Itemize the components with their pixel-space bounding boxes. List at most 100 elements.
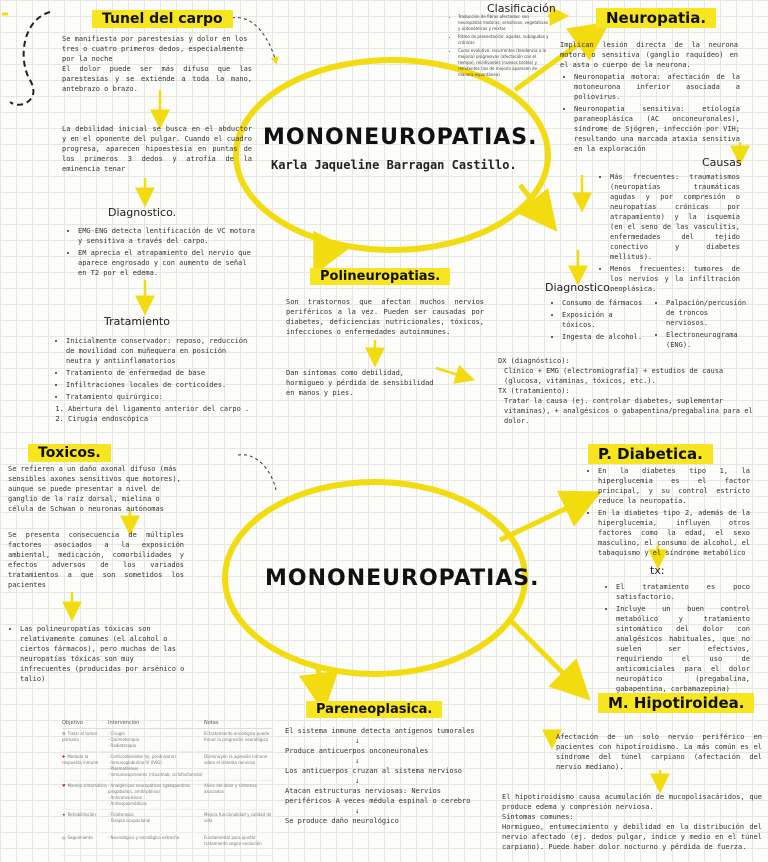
diabetica-tx-item: El tratamiento es poco satisfactorio. (616, 582, 750, 602)
table-row: ⚙Tratar el tumor primario · Cirugía · Qui… (62, 729, 272, 752)
row-icon: ⚙ (62, 731, 66, 736)
table-row: ✚Modular la respuesta inmune · Corticoste… (62, 752, 272, 781)
table-cell-intervencion: · Analgésicos neuropáticos (gabapentina,… (108, 783, 191, 806)
table-cell-intervencion: · Fisioterapia · Terapia ocupacional (108, 812, 151, 823)
neuro-diag-item: Exposición a tóxicos. (562, 310, 650, 330)
tunel-trat-title: Tratamiento (104, 315, 170, 328)
toxicos-title: Toxicos. (28, 444, 111, 462)
tunel-quir-item: Abertura del ligamento anterior del carp… (68, 404, 252, 414)
tunel-diag-item: EM aprecia el atrapamiento del nervio qu… (78, 248, 256, 278)
table-cell-objetivo: ★Rehabilitación (62, 812, 96, 817)
table-cell-objetivo: ◎Seguimiento (62, 835, 93, 840)
hipotiroidea-p2: El hipotiroidismo causa acumulación de m… (502, 793, 762, 811)
dashed-connector-bottom (237, 454, 277, 491)
pareneo-steps: El sistema inmune detecta antígenos tumo… (285, 726, 490, 826)
poli-title: Polineuropatias. (310, 268, 451, 285)
bottom-center-title: MONONEUROPATIAS. (265, 566, 540, 591)
arrow-to-hipotiroidea (508, 618, 591, 701)
table-header: Objetivo Intervención Notas (62, 720, 272, 729)
hipotiroidea-title: M. Hipotiroidea. (598, 693, 755, 713)
table-cell-notas: El tratamiento oncológico puede frenar l… (204, 731, 270, 742)
diabetica-list: En la diabetes tipo 1, la hiperglucemia … (586, 466, 750, 560)
table-cell-objetivo: ✚Modular la respuesta inmune (62, 754, 99, 765)
tunel-trat-item: Tratamiento de enfermedad de base (66, 368, 252, 378)
bottom-center-ellipse (222, 479, 528, 677)
toxicos-list: Las polineuropatías tóxicas son relativa… (8, 624, 188, 686)
row-icon: ★ (62, 812, 66, 817)
arrow-to-neuropatia (513, 21, 611, 93)
neuro-diag-right: Palpación/percusión de troncos nerviosos… (654, 298, 754, 352)
neuropatia-title: Neuropatia. (596, 8, 717, 28)
arrow-to-polineuropatias (313, 230, 350, 276)
neuro-diag-item: Ingesta de alcohol. (562, 332, 650, 342)
toxicos-item: Las polineuropatías tóxicas son relativa… (20, 624, 188, 684)
neuropatia-intro: Implican lesión directa de la neurona mo… (560, 41, 738, 69)
poli-p1: Son trastornos que afectan muchos nervio… (286, 298, 484, 336)
poli-dx-tx: DX (diagnóstico): Clínico + EMG (electro… (498, 356, 760, 426)
tunel-trat-item: Inicialmente conservador: reposo, reducc… (66, 336, 252, 366)
clasificacion-item: Traducción de fibras afectadas: son neur… (458, 14, 550, 32)
neuropatia-item: Neuronopatía sensitiva: etiología parane… (574, 104, 740, 154)
pareneo-arrow: ↓ (355, 737, 360, 745)
diabetica-tx-item: Incluye un buen control metabólico y tra… (616, 604, 750, 694)
table-cell-notas: Fundamental para ajustar tratamiento seg… (204, 835, 262, 846)
pareneo-arrow: ↓ (355, 777, 360, 785)
diabetica-item: En la diabetes tipo 2, además de la hipe… (598, 508, 750, 558)
hipotiroidea-block: El hipotiroidismo causa acumulación de m… (502, 792, 762, 852)
table-cell-intervencion: · Cirugía · Quimioterapia · Radioterapia (108, 731, 140, 748)
poli-dx-text: Clínico + EMG (electromiografía) + estud… (504, 367, 724, 385)
pareneo-step: Los anticuerpos cruzan al sistema nervio… (285, 767, 463, 775)
pareneo-arrow: ↓ (355, 757, 360, 765)
tunel-text-1: Se manifiesta por parestesias y dolor en… (62, 34, 252, 94)
row-icon: ♥ (62, 783, 66, 788)
tunel-trat-item: Tratamiento quirúrgico: (66, 392, 252, 402)
neuro-diag-item: Palpación/percusión de troncos nerviosos… (666, 298, 754, 328)
pareneo-step: Atacan estructuras nerviosas: Nervios pe… (285, 787, 471, 805)
dashed-connector-top (231, 17, 279, 65)
neuro-diag-item: Electroneurograma (ENG). (666, 330, 754, 350)
table-header-cell: Objetivo (62, 720, 83, 726)
clasificacion-list: Traducción de fibras afectadas: son neur… (452, 14, 550, 80)
poli-dx-label: DX (diagnóstico): (498, 357, 570, 365)
tunel-trat-item: Infiltraciones locales de corticoides. (66, 380, 252, 390)
hipotiroidea-p3: Hormigueo, entumecimiento y debilidad en… (502, 823, 762, 851)
tunel-quir-item: Cirugía endoscópica (68, 414, 252, 424)
tunel-p1: Se manifiesta por parestesias y dolor en… (62, 35, 248, 63)
causas-list: Más frecuentes: traumatismos (neuropatía… (598, 172, 740, 296)
hipotiroidea-sint-title: Síntomas comunes: (502, 813, 574, 821)
arrow-to-causas (516, 183, 558, 232)
row-icon: ◎ (62, 835, 66, 840)
table-cell-objetivo: ⚙Tratar el tumor primario (62, 731, 98, 742)
arrow-to-diabetica (498, 490, 602, 543)
table-cell-intervencion: · Neurológico y oncológico estrecho (108, 835, 180, 840)
poli-p2: Dan síntomas como debilidad, hormigueo y… (286, 369, 434, 397)
row-icon: ✚ (62, 754, 66, 759)
tunel-diag-list: EMG-ENG detecta lentificación de VC moto… (66, 226, 256, 280)
diabetica-tx-title: tx: (650, 564, 665, 577)
causas-title: Causas (702, 156, 742, 169)
table-cell-notas: Mejora funcionalidad y calidad de vida (204, 812, 272, 823)
tunel-diag-title: Diagnostico. (108, 206, 177, 219)
top-center-ellipse (233, 57, 551, 253)
pareneo-step: Se produce daño neurológico (285, 817, 399, 825)
table-cell-notas: Alivio del dolor y síntomas asociados (204, 783, 257, 794)
neuropatia-item: Neuronopatía motora: afectación de la mo… (574, 72, 740, 102)
author-name: Karla Jaqueline Barragan Castillo. (271, 158, 517, 172)
table-cell-notas: Disminuyen la agresión inmune sobre el s… (204, 754, 268, 765)
table-row: ★Rehabilitación · Fisioterapia · Terapia … (62, 810, 272, 833)
neuro-diag-left: Consumo de fármacos Exposición a tóxicos… (550, 298, 650, 344)
tunel-p3: La debilidad inicial se busca en el abdu… (62, 125, 252, 173)
poli-tx-label: TX (tratamiento): (498, 387, 570, 395)
toxicos-p2: Se presenta consecuencia de múltiples fa… (8, 531, 184, 589)
table-row: ◎Seguimiento · Neurológico y oncológico e… (62, 833, 272, 856)
diabetica-title: P. Diabetica. (588, 444, 713, 464)
table-cell-intervencion: · Corticosteroides (ej. prednisona) · In… (108, 754, 203, 777)
table-body: ⚙Tratar el tumor primario · Cirugía · Qui… (62, 729, 272, 856)
poli-tx-text: Tratar la causa (ej. controlar diabetes,… (504, 397, 753, 425)
table-cell-objetivo: ♥Manejo sintomático (62, 783, 107, 788)
pareneo-step: El sistema inmune detecta antígenos tumo… (285, 727, 475, 735)
causas-item: Menos frecuentes: tumores de los nervios… (610, 264, 740, 294)
causas-item: Más frecuentes: traumatismos (neuropatía… (610, 172, 740, 262)
neuro-diag-item: Consumo de fármacos (562, 298, 650, 308)
